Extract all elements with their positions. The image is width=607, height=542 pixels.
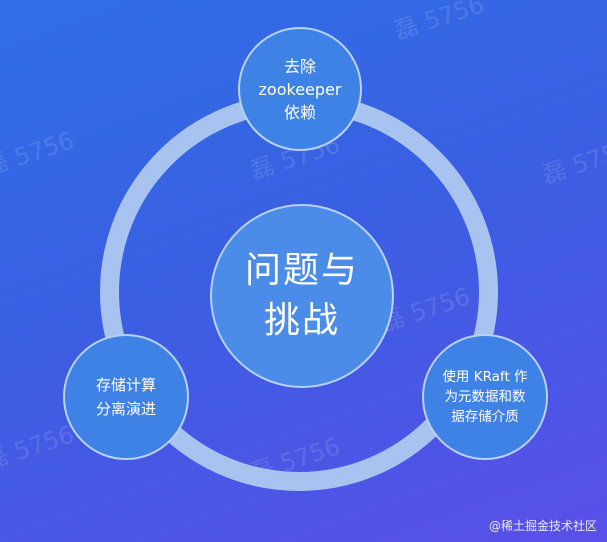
watermark: 磊 5756: [538, 134, 607, 190]
node-label-line: 依赖: [283, 102, 316, 122]
node-label-line: 存储计算: [95, 376, 156, 394]
node-label-line: 据存储介质: [451, 409, 519, 425]
watermark: 磊 5756: [390, 0, 488, 46]
center-label-line: 挑战: [263, 300, 340, 341]
node-label-line: 去除: [283, 56, 316, 76]
node-label-line: 使用 KRaft 作: [442, 369, 528, 385]
node-label-line: 分离演进: [95, 400, 156, 418]
node-label-line: zookeeper: [258, 79, 342, 99]
node-storage-compute-separation: 存储计算 分离演进: [63, 334, 189, 460]
node-remove-zookeeper: 去除 zookeeper 依赖: [238, 27, 362, 151]
center-node-problems-challenges: 问题与 挑战: [210, 204, 394, 388]
center-label-line: 问题与: [244, 250, 359, 291]
watermark: 磊 5756: [0, 126, 78, 182]
node-label-line: 为元数据和数: [444, 389, 526, 405]
node-kraft-metadata: 使用 KRaft 作 为元数据和数 据存储介质: [422, 334, 548, 460]
source-credit: @稀土掘金技术社区: [488, 519, 597, 533]
watermark: 磊 5756: [0, 420, 78, 476]
